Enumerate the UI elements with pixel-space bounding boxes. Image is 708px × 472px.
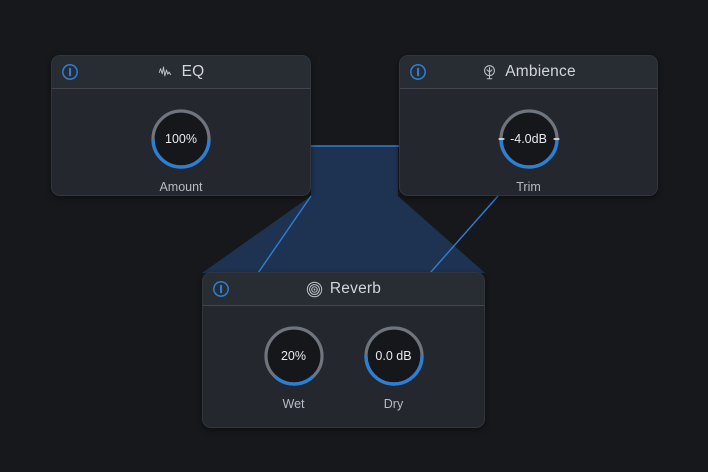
knob-wet[interactable]: 20% Wet xyxy=(260,322,328,411)
knob-dry[interactable]: 0.0 dB Dry xyxy=(360,322,428,411)
node-ambience-title: Ambience xyxy=(505,63,576,81)
knob-amount-label: Amount xyxy=(159,180,203,194)
node-eq-title: EQ xyxy=(181,63,205,81)
node-reverb-title: Reverb xyxy=(329,280,382,298)
node-ambience[interactable]: Ambience -4.0dB Trim xyxy=(399,55,658,196)
power-toggle-icon[interactable] xyxy=(409,63,427,81)
concentric-rings-icon xyxy=(306,281,323,298)
knob-trim[interactable]: -4.0dB Trim xyxy=(495,105,563,194)
link-ambience-to-reverb xyxy=(429,195,499,274)
power-toggle-icon[interactable] xyxy=(61,63,79,81)
knob-trim-dial[interactable]: -4.0dB xyxy=(495,105,563,173)
node-eq-body: 100% Amount xyxy=(52,89,310,194)
knob-dry-label: Dry xyxy=(383,397,404,411)
power-toggle-icon[interactable] xyxy=(212,280,230,298)
node-eq-header: EQ xyxy=(52,56,310,89)
node-reverb[interactable]: Reverb 20% Wet xyxy=(202,272,485,428)
knob-trim-label: Trim xyxy=(516,180,541,194)
microphone-icon xyxy=(481,64,498,81)
knob-wet-dial[interactable]: 20% xyxy=(260,322,328,390)
node-ambience-header: Ambience xyxy=(400,56,657,89)
knob-amount-dial[interactable]: 100% xyxy=(147,105,215,173)
node-reverb-body: 20% Wet 0.0 dB Dry xyxy=(203,306,484,411)
eq-curve-icon xyxy=(158,64,175,81)
knob-wet-label: Wet xyxy=(282,397,305,411)
knob-amount[interactable]: 100% Amount xyxy=(147,105,215,194)
node-reverb-header: Reverb xyxy=(203,273,484,306)
knob-dry-dial[interactable]: 0.0 dB xyxy=(360,322,428,390)
node-eq[interactable]: EQ 100% Amount xyxy=(51,55,311,196)
link-eq-to-reverb xyxy=(257,195,312,274)
node-ambience-body: -4.0dB Trim xyxy=(400,89,657,194)
